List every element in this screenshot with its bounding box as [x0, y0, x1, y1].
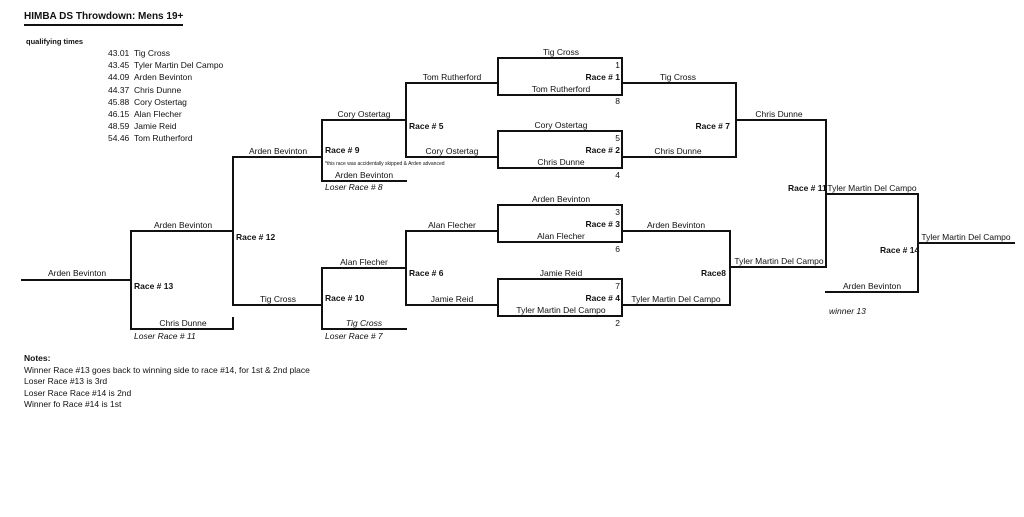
race-2-bottom-seed: 4	[615, 170, 620, 180]
qualifying-name: Chris Dunne	[134, 84, 182, 95]
race-11-loser-name: Arden Bevinton	[843, 281, 901, 291]
qualifying-entry: 45.88 Cory Ostertag	[108, 96, 223, 108]
race-7-top-name: Tig Cross	[660, 72, 696, 82]
race-11-label: Race # 11	[788, 183, 827, 193]
notes-line: Winner fo Race #14 is 1st	[24, 399, 122, 410]
race-14-winner-name: Tyler Martin Del Campo	[921, 232, 1011, 242]
race-13-loser-label: Loser Race # 11	[134, 331, 196, 341]
race-9-top-name: Cory Ostertag	[338, 109, 391, 119]
race-8-top-name: Arden Bevinton	[647, 220, 705, 230]
qualifying-time: 54.46	[108, 133, 130, 144]
notes-line: Winner Race #13 goes back to winning sid…	[24, 364, 310, 375]
race-8-bottom-name: Tyler Martin Del Campo	[631, 294, 721, 304]
qualifying-times-list: 43.01 Tig Cross 43.45 Tyler Martin Del Cam…	[108, 47, 223, 145]
qualifying-entry: 46.15 Alan Flecher	[108, 108, 223, 120]
race-10-bottom-name: Tig Cross	[346, 318, 383, 328]
race-9-bottom-name: Arden Bevinton	[335, 170, 393, 180]
race-6-top-name: Alan Flecher	[428, 220, 476, 230]
race-3-bottom-seed: 6	[615, 244, 620, 254]
qualifying-name: Tig Cross	[134, 48, 171, 58]
race-4-top-name: Jamie Reid	[540, 268, 583, 278]
race-10-label: Race # 10	[325, 293, 364, 303]
race-3-bottom-name: Alan Flecher	[537, 231, 585, 241]
race-2-top-name: Cory Ostertag	[535, 120, 588, 130]
race-11-winner-name: Tyler Martin Del Campo	[827, 183, 917, 193]
race-1-bottom-seed: 8	[615, 96, 620, 106]
race-4-label: Race # 4	[586, 293, 621, 303]
qualifying-heading: qualifying times	[26, 37, 84, 46]
race-13-label: Race # 13	[134, 281, 173, 291]
race-7-label: Race # 7	[696, 121, 731, 131]
race-9-note: *this race was accidentally skipped & Ar…	[325, 161, 445, 167]
race-5-label: Race # 5	[409, 121, 444, 131]
race-1-bottom-name: Tom Rutherford	[532, 84, 591, 94]
race-7-bottom-name: Chris Dunne	[654, 146, 702, 156]
qualifying-time: 43.45	[108, 60, 130, 71]
qualifying-time: 45.88	[108, 96, 130, 107]
qualifying-entry: 54.46 Tom Rutherford	[108, 132, 223, 144]
race-12-top-name: Arden Bevinton	[249, 146, 307, 156]
qualifying-entry: 44.09 Arden Bevinton	[108, 71, 223, 83]
race-13-bottom-name: Chris Dunne	[159, 318, 207, 328]
qualifying-name: Tom Rutherford	[134, 133, 193, 144]
race-3-label: Race # 3	[586, 219, 621, 229]
race-4-top-seed: 7	[615, 281, 620, 291]
race-13-winner-name: Arden Bevinton	[48, 268, 106, 278]
race-5-bottom-name: Cory Ostertag	[426, 146, 479, 156]
race-5-top-name: Tom Rutherford	[423, 72, 482, 82]
bracket-lines	[21, 57, 1015, 330]
race-10-top-name: Alan Flecher	[340, 257, 388, 267]
race-14-label: Race # 14	[880, 245, 919, 255]
race-8-label: Race8	[701, 268, 726, 278]
race-1-top-name: Tig Cross	[543, 47, 579, 57]
notes-section: Notes: Winner Race #13 goes back to winn…	[24, 353, 310, 411]
race-12-bottom-name: Tig Cross	[260, 294, 296, 304]
qualifying-entry: 43.45 Tyler Martin Del Campo	[108, 59, 223, 71]
qualifying-time: 48.59	[108, 121, 130, 132]
race-7-winner-name: Chris Dunne	[755, 109, 803, 119]
qualifying-time: 44.37	[108, 84, 130, 95]
race-2-top-seed: 5	[615, 133, 620, 143]
qualifying-entry: 48.59 Jamie Reid	[108, 120, 223, 132]
race-9-label: Race # 9	[325, 145, 360, 155]
race-10-loser-label: Loser Race # 7	[325, 331, 383, 341]
qualifying-entry: 43.01 Tig Cross	[108, 47, 223, 59]
race-9-loser-label: Loser Race # 8	[325, 182, 383, 192]
race-13-top-name: Arden Bevinton	[154, 220, 212, 230]
qualifying-name: Arden Bevinton	[134, 72, 193, 83]
race-3-top-name: Arden Bevinton	[532, 194, 590, 204]
qualifying-name: Tyler Martin Del Campo	[134, 60, 224, 71]
race-12-label: Race # 12	[236, 232, 275, 242]
race-4-bottom-name: Tyler Martin Del Campo	[516, 305, 606, 315]
qualifying-time: 44.09	[108, 72, 130, 83]
qualifying-name: Jamie Reid	[134, 121, 177, 132]
qualifying-name: Alan Flecher	[134, 109, 182, 120]
race-8-winner-name: Tyler Martin Del Campo	[734, 256, 824, 266]
notes-line: Loser Race Race #14 is 2nd	[24, 387, 132, 398]
race-2-label: Race # 2	[586, 145, 621, 155]
notes-heading: Notes:	[24, 353, 51, 363]
qualifying-time: 46.15	[108, 109, 130, 120]
race-11-loser-label: winner 13	[829, 306, 866, 316]
qualifying-entry: 44.37 Chris Dunne	[108, 84, 223, 96]
qualifying-name: Cory Ostertag	[134, 96, 187, 107]
race-3-top-seed: 3	[615, 207, 620, 217]
race-6-bottom-name: Jamie Reid	[431, 294, 474, 304]
qualifying-time: 43.01	[108, 48, 130, 58]
race-1-top-seed: 1	[615, 60, 620, 70]
notes-line: Loser Race #13 is 3rd	[24, 376, 108, 387]
race-2-bottom-name: Chris Dunne	[537, 157, 585, 167]
race-1-label: Race # 1	[586, 72, 621, 82]
race-6-label: Race # 6	[409, 268, 444, 278]
race-4-bottom-seed: 2	[615, 318, 620, 328]
page-title: HIMBA DS Throwdown: Mens 19+	[24, 11, 184, 26]
